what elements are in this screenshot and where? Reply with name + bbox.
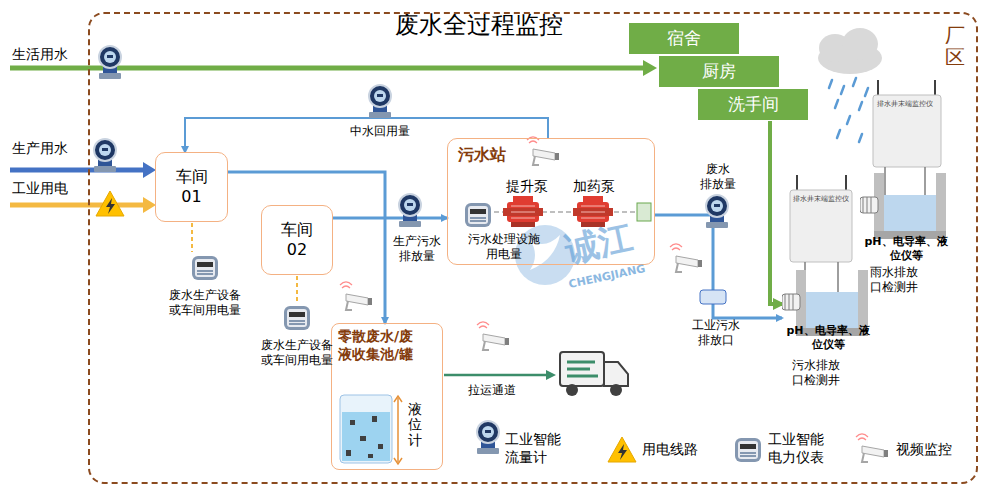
facility-box: 宿舍: [628, 22, 740, 55]
text-label: 污水处理设施 用电量: [458, 232, 550, 262]
power-meter-icon: [465, 203, 491, 227]
pipe: [470, 211, 640, 213]
pump-icon: [503, 196, 543, 227]
text-label: 加药泵: [573, 178, 615, 196]
text-label: 排水井末端监控仪: [793, 195, 849, 204]
legend-power-meter: [735, 438, 761, 462]
collection-pool: 零散废水/废 液收集池/罐液位计: [331, 323, 443, 470]
level-arrow: [397, 398, 399, 462]
facility-box: 厨房: [658, 55, 780, 88]
flow-meter-icon: [399, 194, 421, 227]
power-line: [10, 203, 145, 208]
text-label: 废水生产设备 或车间用电量: [242, 338, 352, 368]
diagram-title: 废水全过程监控: [395, 10, 563, 40]
node-sublabel: 污水排放 口检测井: [792, 358, 864, 388]
edge-label: 中水回用量: [350, 124, 410, 139]
arrow-head: [643, 60, 657, 76]
legend-label: 工业智能 流量计: [505, 431, 567, 466]
camera-icon: [527, 137, 559, 165]
node-label: 厨房: [702, 61, 736, 82]
rain-outfall-well: pH、电导率、液位仪等雨水排放 口检测井: [860, 165, 950, 300]
legend-label: 工业智能 电力仪表: [768, 431, 834, 466]
text-label: 生产用水: [12, 140, 68, 158]
production-water-line: [10, 168, 145, 173]
text-label: 废水生产设备 或车间用电量: [150, 288, 260, 318]
node-label: pH、电导率、液位仪等: [786, 324, 870, 352]
text-label: 排水井末端监控仪: [877, 100, 933, 109]
flow-connector: [770, 121, 782, 304]
workshop-box: 车间 01: [155, 152, 228, 222]
flow-connector: [228, 172, 385, 323]
sediment: [346, 416, 383, 458]
flow-meter-icon: [706, 195, 728, 228]
text-label: 提升泵: [506, 178, 548, 196]
plant-boundary: 厂区 宿舍厨房洗手间车间 01 污水站车间 02 零散废水/废 液收集池/罐液位计 pH…: [88, 12, 978, 484]
node-label: 洗手间: [728, 94, 779, 115]
legend-label: 视频监控: [896, 441, 952, 459]
node-label: 污水站: [458, 145, 506, 165]
text-label: 工业用电: [12, 180, 68, 198]
flow-connector: [655, 215, 782, 318]
node-label: 宿舍: [667, 28, 701, 49]
camera-icon: [670, 244, 702, 272]
tank-liquid: [342, 412, 390, 461]
text-label: 生活用水: [12, 46, 68, 64]
node-sublabel: 液位计: [408, 402, 422, 448]
tank: [340, 395, 392, 463]
level-arrow: [394, 396, 402, 464]
flow-connector: [333, 217, 447, 220]
text-label: 工业污水 排放口: [688, 318, 744, 348]
legend-flow-meter: [477, 421, 499, 454]
power-meter-icon: [192, 256, 218, 280]
node-label: 车间 02: [277, 220, 317, 260]
outfall-pipe: [700, 290, 726, 304]
truck-icon: [560, 352, 628, 396]
workshop-box: 车间 02: [261, 205, 333, 275]
legend-label: 用电线路: [642, 441, 698, 459]
legend-power-line: [608, 437, 636, 462]
dosing-indicator: [637, 203, 651, 221]
rain-cloud: [818, 28, 882, 142]
power-icon: [96, 191, 124, 216]
flow-meter-icon: [99, 46, 121, 79]
node-sublabel: 雨水排放 口检测井: [870, 265, 942, 295]
text-label: 诚江: [561, 215, 636, 271]
facility-box: 洗手间: [697, 88, 809, 121]
node-label: 零散废水/废 液收集池/罐: [338, 328, 436, 363]
text-label: 废水 排放量: [700, 162, 736, 192]
text-label: 生产污水 排放量: [390, 234, 444, 264]
camera-icon: [340, 282, 372, 310]
power-meter-icon: [284, 306, 310, 330]
legend-camera: [856, 434, 888, 462]
arrow-head: [546, 370, 556, 380]
flow-meter-icon: [369, 85, 391, 118]
sewage-outfall-well: pH、电导率、液位仪等污水排放 口检测井: [782, 262, 872, 397]
node-label: 车间 01: [172, 167, 212, 207]
node-label: pH、电导率、液位仪等: [864, 235, 948, 263]
flow-meter-icon: [94, 139, 116, 172]
text-label: 拉运通道: [468, 383, 516, 398]
haul-line: [444, 374, 548, 377]
camera-icon: [477, 322, 509, 350]
node-label: 厂区: [945, 24, 965, 68]
